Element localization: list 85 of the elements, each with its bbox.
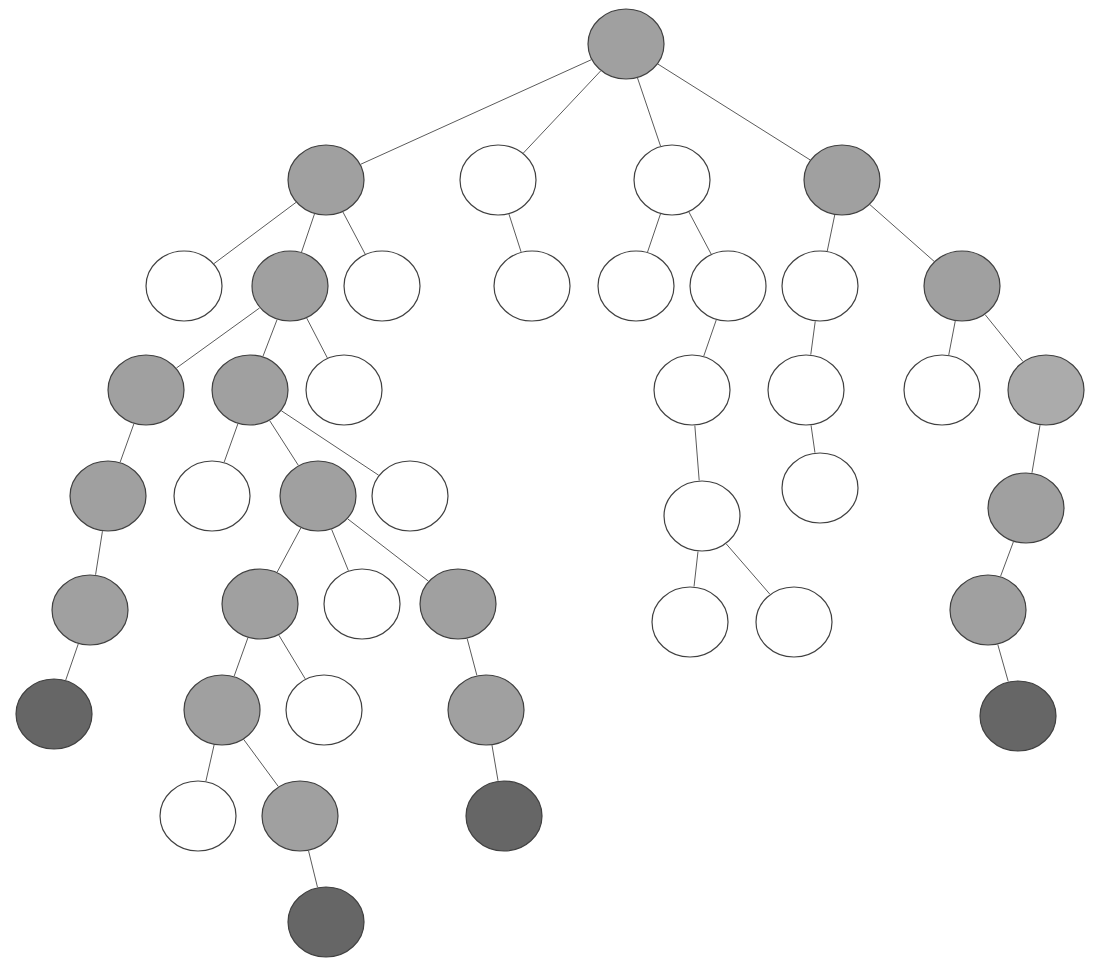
tree-node [949, 574, 1027, 646]
tree-node [755, 586, 833, 658]
tree-node [447, 674, 525, 746]
tree-node [653, 354, 731, 426]
tree-node [211, 354, 289, 426]
tree-edge [810, 320, 816, 356]
tree-edge [360, 59, 592, 165]
tree-edge [694, 425, 700, 481]
tree-node [465, 780, 543, 852]
tree-edge [233, 637, 249, 677]
tree-edge [810, 424, 816, 454]
tree-edge [491, 744, 499, 782]
tree-edge [269, 420, 299, 466]
tree-node [781, 250, 859, 322]
tree-node [587, 8, 665, 80]
tree-edge [205, 744, 215, 782]
tree-node [183, 674, 261, 746]
tree-node [803, 144, 881, 216]
tree-node [173, 460, 251, 532]
tree-edge [347, 518, 429, 582]
tree-edge [243, 738, 279, 788]
tree-edge [826, 214, 836, 252]
tree-edge [647, 213, 661, 253]
tree-node [371, 460, 449, 532]
tree-node [903, 354, 981, 426]
tree-edge [508, 213, 522, 253]
tree-node [15, 678, 93, 750]
tree-node [651, 586, 729, 658]
tree-edge [1031, 424, 1041, 474]
tree-node [979, 680, 1057, 752]
tree-edge [725, 543, 771, 595]
tree-node [287, 886, 365, 958]
tree-edge [278, 634, 306, 680]
tree-edge [1000, 541, 1014, 577]
tree-node [251, 250, 329, 322]
tree-edge [213, 201, 297, 265]
tree-node [767, 354, 845, 426]
tree-edge [466, 638, 478, 676]
tree-edge [637, 77, 661, 147]
tree-edge [175, 307, 261, 369]
tree-node [107, 354, 185, 426]
tree-node [987, 472, 1065, 544]
tree-edge [342, 211, 366, 255]
tree-edge [223, 423, 239, 463]
tree-node [419, 568, 497, 640]
tree-node [69, 460, 147, 532]
tree-node [261, 780, 339, 852]
tree-edge [984, 314, 1024, 362]
tree-edge [948, 320, 956, 356]
tree-edge [280, 410, 380, 476]
tree-edge [95, 530, 103, 576]
tree-node [343, 250, 421, 322]
tree-edge [703, 319, 717, 357]
tree-node [221, 568, 299, 640]
tree-edge [997, 643, 1009, 683]
tree-node [597, 250, 675, 322]
tree-edge [262, 319, 278, 357]
tree-node [287, 144, 365, 216]
tree-node [663, 480, 741, 552]
tree-node [923, 250, 1001, 322]
tree-node [633, 144, 711, 216]
tree-edge [306, 317, 328, 359]
tree-edge [301, 213, 315, 253]
tree-node [1007, 354, 1085, 426]
tree-node [51, 574, 129, 646]
tree-edge [119, 423, 135, 463]
tree-node [279, 460, 357, 532]
tree-node [285, 674, 363, 746]
tree-node [323, 568, 401, 640]
tree-edge [308, 850, 318, 888]
tree-node [145, 250, 223, 322]
tree-node [689, 250, 767, 322]
tree-edge [522, 70, 602, 154]
tree-edge [869, 204, 935, 262]
tree-node [159, 780, 237, 852]
tree-edge [688, 211, 712, 255]
tree-node [305, 354, 383, 426]
tree-node [781, 452, 859, 524]
tree-edge [693, 550, 699, 588]
tree-edge [657, 63, 811, 161]
tree-node [493, 250, 571, 322]
tree-edge [276, 527, 302, 573]
tree-node [459, 144, 537, 216]
tree-edge [65, 643, 79, 681]
tree-edge [331, 528, 349, 572]
